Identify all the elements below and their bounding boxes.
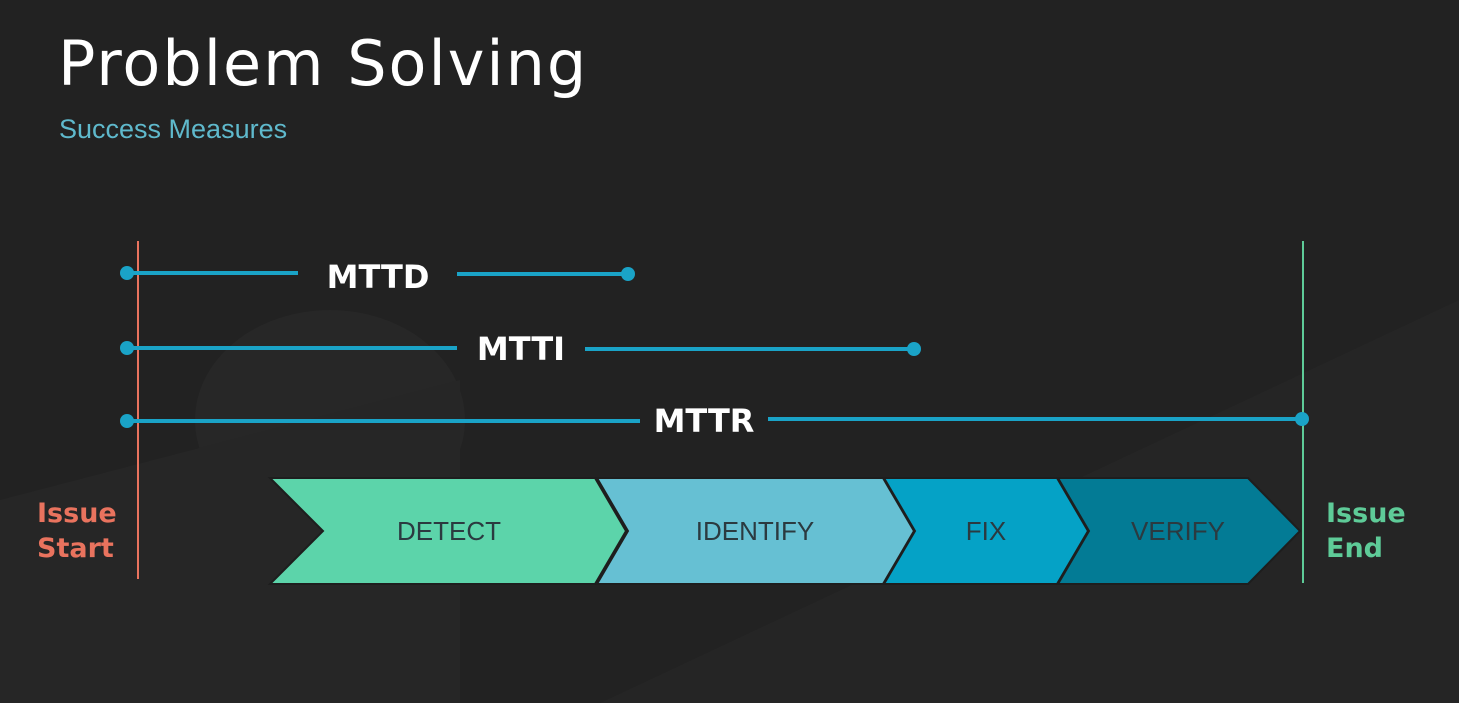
measure-mttd-label: MTTD xyxy=(327,258,430,296)
stage-verify-shape xyxy=(1056,477,1302,585)
page-title: Problem Solving xyxy=(58,27,589,100)
measure-mtti-label: MTTI xyxy=(477,330,565,368)
measure-mttd-start-point xyxy=(120,266,134,280)
stage-detect-label: DETECT xyxy=(397,516,501,546)
measure-mtti-end-point xyxy=(907,342,921,356)
stage-identify-label: IDENTIFY xyxy=(696,516,814,546)
stage-verify-label: VERIFY xyxy=(1131,516,1225,546)
stage-detect-shape xyxy=(267,477,628,585)
measure-mtti-start-point xyxy=(120,341,134,355)
measure-mttd: MTTD xyxy=(120,258,635,296)
measure-mtti: MTTI xyxy=(120,330,921,368)
stage-fix: FIX xyxy=(882,477,1090,585)
measure-mttd-end-point xyxy=(621,267,635,281)
issue-end-label-line-1: Issue xyxy=(1326,498,1406,529)
measure-mttr-end-point xyxy=(1295,412,1309,426)
measure-mttr-label: MTTR xyxy=(654,402,755,440)
issue-start-label: Issue Start xyxy=(37,496,117,566)
issue-end-label: Issue End xyxy=(1326,496,1406,566)
measure-mttr: MTTR xyxy=(120,402,1309,440)
issue-end-label-line-2: End xyxy=(1326,533,1383,564)
issue-start-label-line-2: Start xyxy=(37,533,114,564)
issue-start-label-line-1: Issue xyxy=(37,498,117,529)
stage-fix-label: FIX xyxy=(966,516,1006,546)
stage-verify: VERIFY xyxy=(1056,477,1302,585)
stage-identify: IDENTIFY xyxy=(595,477,916,585)
page-subtitle: Success Measures xyxy=(59,114,288,144)
stage-detect: DETECT xyxy=(267,477,628,585)
measure-mttr-start-point xyxy=(120,414,134,428)
